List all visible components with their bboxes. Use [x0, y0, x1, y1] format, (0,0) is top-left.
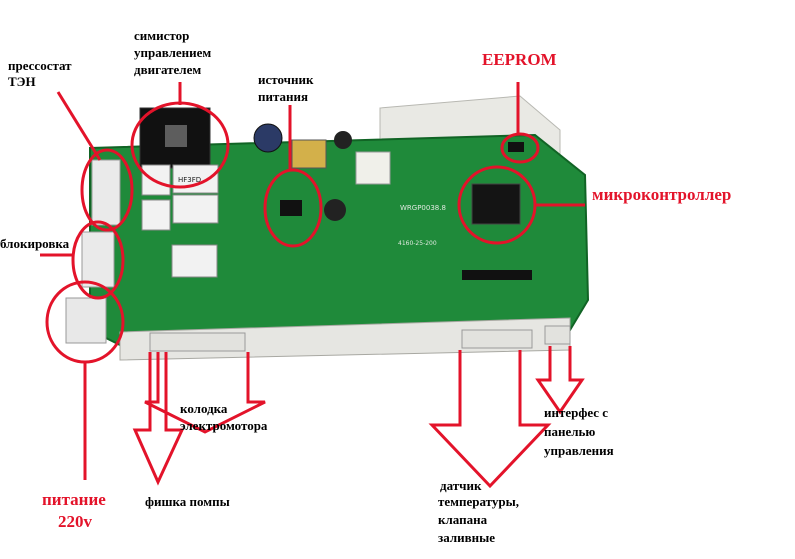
label-interface-1: интерфес с: [544, 405, 609, 420]
power-source-highlight-circle: [263, 168, 323, 248]
label-pressostat: прессостат: [8, 58, 72, 73]
capacitor-1: [253, 123, 283, 153]
label-sensor-4: заливные: [438, 530, 496, 545]
relay-5: [141, 199, 171, 231]
white-connector-mid: [355, 151, 391, 185]
capacitor-3: [324, 199, 346, 221]
arrow-motor: [144, 352, 266, 434]
label-power-source-2: питания: [258, 89, 309, 104]
label-sensor-3: клапана: [438, 512, 488, 527]
eeprom-highlight-circle: [500, 132, 540, 164]
label-triac-1: симистор: [134, 28, 190, 43]
label-motor-block-2: электромотора: [180, 418, 268, 433]
label-sensor-1: датчик: [440, 478, 482, 493]
power-chip: [280, 200, 302, 216]
label-triac-2: управлением: [134, 45, 212, 60]
label-motor-block-1: колодка: [180, 401, 228, 416]
lock-highlight-circle: [71, 220, 125, 300]
lock-connector: [81, 231, 115, 288]
relay-mark: HF3FD: [178, 176, 201, 184]
label-power-source-1: источник: [258, 72, 314, 87]
pressostat-connector: [91, 159, 121, 226]
label-lock: блокировка: [0, 236, 70, 251]
label-interface-2: панелью: [544, 424, 596, 439]
transformer: [291, 139, 327, 169]
label-power-220-2: 220v: [58, 512, 92, 531]
microcontroller-chip: [471, 183, 521, 225]
label-eeprom: EEPROM: [482, 50, 557, 69]
board-code-mark: 4160-25-200: [398, 240, 437, 247]
board-model-mark: WRGP0038.8: [400, 204, 446, 212]
label-interface-3: управления: [544, 443, 614, 458]
arrow-interface: [535, 346, 585, 415]
triac-chip: [165, 125, 187, 147]
microcontroller-highlight-circle: [457, 165, 537, 245]
pointer-pressostat: [56, 91, 102, 161]
eeprom-chip: [508, 142, 524, 152]
label-power-220-1: питание: [42, 490, 106, 509]
label-triac-3: двигателем: [134, 62, 202, 77]
capacitor-2: [334, 131, 352, 149]
label-microcontroller: микроконтроллер: [592, 185, 732, 204]
motor-connector: [149, 332, 246, 352]
relay-2: [172, 194, 219, 224]
power-connector: [65, 297, 107, 344]
sensor-connector: [461, 329, 533, 349]
arrow-pump: [132, 352, 185, 486]
label-sensor-2: температуры,: [438, 494, 520, 509]
interface-connector: [544, 325, 571, 345]
pressostat-highlight-circle: [80, 148, 134, 232]
relay-3: [171, 244, 218, 278]
label-pump: фишка помпы: [145, 494, 230, 509]
transistor-row: [462, 270, 532, 280]
label-ten: ТЭН: [8, 74, 36, 89]
arrow-sensor: [428, 350, 552, 489]
